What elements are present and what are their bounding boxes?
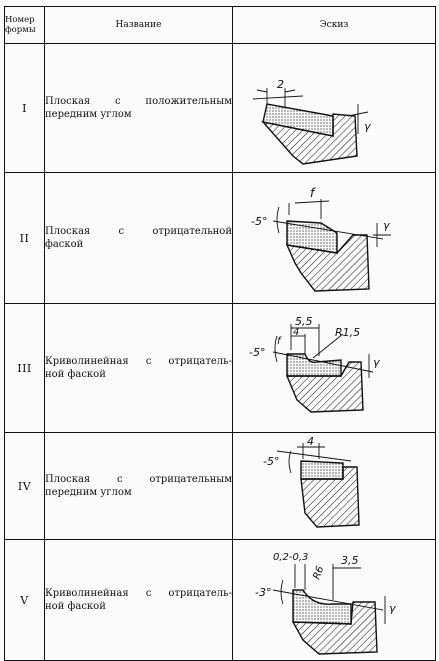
- table-row: I Плоская с положительным передним углом: [4, 43, 436, 173]
- carbide-insert: [262, 103, 334, 137]
- form-name: Криволинейная с отрицатель- ной фаской: [44, 539, 233, 661]
- carbide-insert: [286, 353, 342, 377]
- holder-body: [285, 361, 364, 413]
- dim-label: 0,2-0,3: [273, 552, 308, 563]
- carbide-insert: [300, 460, 344, 480]
- angle-label: -5°: [249, 346, 265, 359]
- radius-label: R1,5: [335, 326, 360, 339]
- angle-label: -3°: [255, 586, 271, 599]
- angle-label: γ: [389, 602, 396, 615]
- dim-label: f: [310, 186, 316, 200]
- dim-label: 2: [277, 78, 284, 91]
- header-number-line1: Номер: [5, 15, 35, 25]
- form-name-line2: ной фаской: [45, 601, 106, 612]
- form-number: IV: [4, 432, 45, 540]
- form-name-line2: фаской: [45, 239, 84, 250]
- angle-label: γ: [373, 356, 380, 369]
- form-sketch: f -5° γ: [232, 172, 436, 304]
- dim-label: 4: [293, 327, 299, 338]
- form-sketch: 4 -5°: [232, 432, 436, 540]
- form-number: II: [4, 172, 45, 304]
- form-number: I: [4, 43, 45, 173]
- angle-label: -5°: [251, 215, 267, 228]
- header-sketch: Эскиз: [232, 6, 436, 44]
- angle-label: γ: [383, 219, 390, 232]
- table-row: III Криволинейная с отрицатель- ной фаск…: [4, 303, 436, 433]
- sketch-form-5: 0,2-0,3 3,5 R6 -3° γ: [255, 552, 396, 655]
- radius-label: R6: [311, 565, 326, 581]
- form-name-line1: Плоская с отрицательным: [45, 474, 232, 485]
- dim-label: 4: [307, 435, 314, 448]
- header-number-line2: формы: [5, 25, 36, 35]
- form-name-line2: передним углом: [45, 109, 132, 120]
- sketch-form-1: 2 γ: [252, 78, 371, 165]
- table-row: V Криволинейная с отрицатель- ной фаской: [4, 539, 436, 661]
- sketch-form-2: f -5° γ: [251, 186, 391, 292]
- form-name-line2: передним углом: [45, 487, 132, 498]
- header-name: Название: [44, 6, 233, 44]
- form-name-line1: Криволинейная с отрицатель-: [45, 588, 232, 599]
- form-name: Криволинейная с отрицатель- ной фаской: [44, 303, 233, 433]
- form-name-line2: ной фаской: [45, 369, 106, 380]
- form-name: Плоская с отрицательной фаской: [44, 172, 233, 304]
- header-number: Номер формы: [4, 6, 45, 44]
- dim-label: 5,5: [295, 315, 313, 328]
- table-header-row: Номер формы Название Эскиз: [4, 6, 436, 44]
- form-sketch: 0,2-0,3 3,5 R6 -3° γ: [232, 539, 436, 661]
- form-name-line1: Криволинейная с отрицатель-: [45, 356, 232, 367]
- dim-label: f: [277, 336, 282, 347]
- angle-label: -5°: [263, 455, 279, 468]
- holder-body: [285, 234, 370, 292]
- form-name: Плоская с положительным передним углом: [44, 43, 233, 173]
- table-row: IV Плоская с отрицательным передним угло…: [4, 432, 436, 540]
- carbide-insert: [292, 589, 352, 625]
- table-row: II Плоская с отрицательной фаской: [4, 172, 436, 304]
- cutter-forms-table: Номер формы Название Эскиз I Плоская с п…: [4, 6, 436, 661]
- form-name-line1: Плоская с положительным: [45, 96, 232, 107]
- angle-label: γ: [364, 120, 371, 133]
- form-name-line1: Плоская с отрицательной: [45, 226, 232, 237]
- sketch-form-3: 5,5 4 R1,5 f -5° γ: [249, 315, 380, 413]
- form-sketch: 5,5 4 R1,5 f -5° γ: [232, 303, 436, 433]
- form-sketch: 2 γ: [232, 43, 436, 173]
- dim-label: 3,5: [341, 554, 359, 567]
- form-number: V: [4, 539, 45, 661]
- sketch-form-4: 4 -5°: [263, 435, 360, 528]
- form-number: III: [4, 303, 45, 433]
- form-name: Плоская с отрицательным передним углом: [44, 432, 233, 540]
